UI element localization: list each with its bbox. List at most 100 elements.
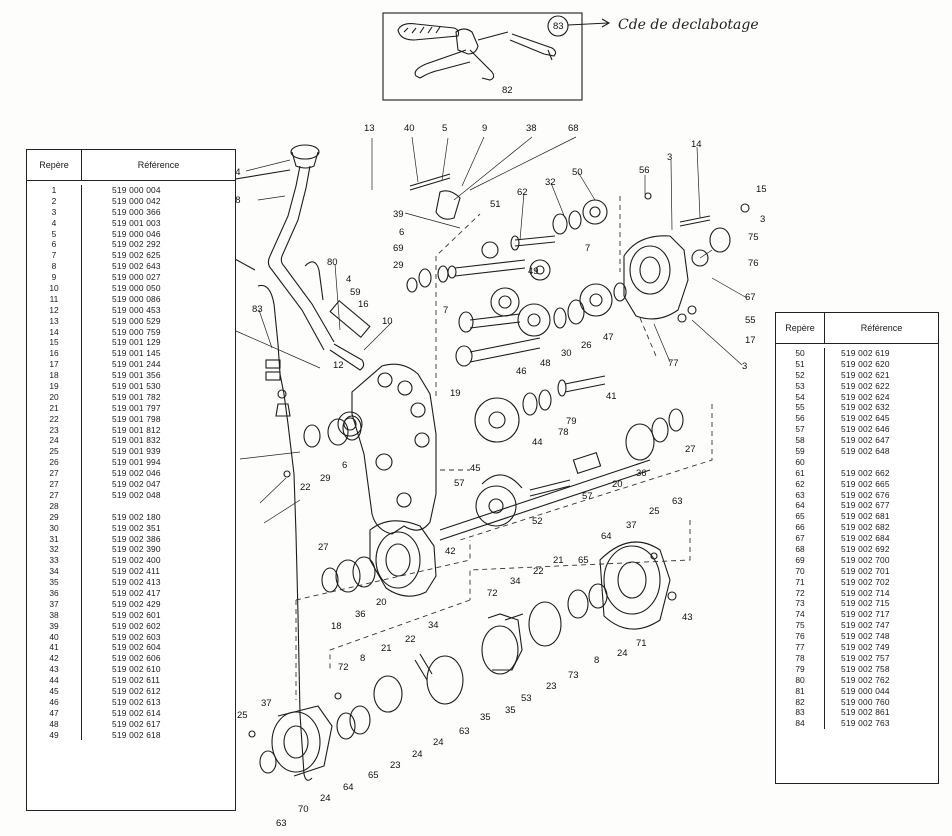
callout-label: 57 [582,491,593,502]
callout-label: 75 [748,232,759,243]
callout-leader-lines [235,136,748,524]
repere-cell: 65 [776,511,825,523]
reference-cell: 519 002 351 [112,522,161,533]
callout-label: 23 [390,760,401,771]
reference-cell: 519 002 180 [112,511,161,522]
repere-cell: 51 [776,358,825,370]
callout-label: 29 [393,260,404,271]
repere-cell: 61 [776,467,825,479]
repere-cell: 59 [776,446,825,457]
callout-label: 8 [594,655,599,666]
repere-cell: 9 [27,272,82,284]
reference-cell: 519 002 681 [841,511,890,522]
callout-label: 70 [298,804,309,815]
reference-cell: 519 002 632 [841,402,890,413]
reference-cell: 519 000 529 [112,315,161,326]
control-cable-drawing [257,284,313,781]
repere-cell: 33 [27,555,82,567]
callout-label: 4 [346,274,351,285]
table-header: Repère Référence [776,313,938,344]
reference-cell: 519 002 676 [841,489,890,500]
reference-cell: 519 002 613 [112,696,161,707]
gearbox-housing-left [337,363,437,535]
reference-cell: 519 002 665 [841,478,890,489]
callout-label: 3 [667,152,672,163]
callout-label: 26 [581,340,592,351]
repere-cell: 58 [776,435,825,447]
callout-label: 57 [454,478,465,489]
callout-label: 3 [760,214,765,225]
repere-cell: 40 [27,631,82,643]
inset-frame [382,12,583,101]
repere-cell: 2 [27,195,82,207]
reference-cell: 519 002 715 [841,598,890,609]
reference-cell: 519 001 244 [112,359,161,370]
repere-cell: 32 [27,544,82,556]
repere-cell: 55 [776,402,825,414]
reference-cell: 519 002 758 [841,663,890,674]
repere-cell: 24 [27,435,82,447]
repere-cell: 11 [27,293,82,305]
reference-cell: 519 002 604 [112,642,161,653]
reference-cell: 519 002 749 [841,642,890,653]
callout-label: 15 [756,184,767,195]
callout-label: 27 [685,444,696,455]
note-arrow-line [567,22,609,26]
repere-cell: 39 [27,620,82,632]
callout-label: 83 [252,304,263,315]
repere-cell: 44 [27,675,82,686]
repere-cell: 81 [776,685,825,697]
reference-cell: 519 002 757 [841,652,890,663]
repere-cell: 16 [27,348,82,360]
reference-cell: 519 001 798 [112,413,161,424]
reference-cell: 519 000 027 [112,272,161,283]
callout-label: 24 [320,793,331,804]
callout-label: 39 [393,209,404,220]
handwritten-note: Cde de declabotage [618,17,759,33]
reference-cell: 519 000 042 [112,195,161,206]
callout-labels: 83 82 74 58 13 40 5 9 38 68 3 56 14 15 3… [223,21,767,829]
repere-cell: 76 [776,631,825,643]
reference-cell: 519 001 797 [112,402,161,413]
reference-cell: 519 000 044 [841,685,890,696]
repere-cell: 4 [27,217,82,229]
repere-cell: 37 [27,598,82,610]
repere-cell: 69 [776,554,825,566]
callout-label: 22 [300,482,311,493]
callout-label: 25 [649,506,660,517]
reference-cell: 519 000 760 [841,696,890,707]
reference-cell: 519 001 812 [112,424,161,435]
callout-label: 6 [342,460,347,471]
repere-cell: 49 [27,729,82,741]
repere-cell: 27 [27,489,82,501]
